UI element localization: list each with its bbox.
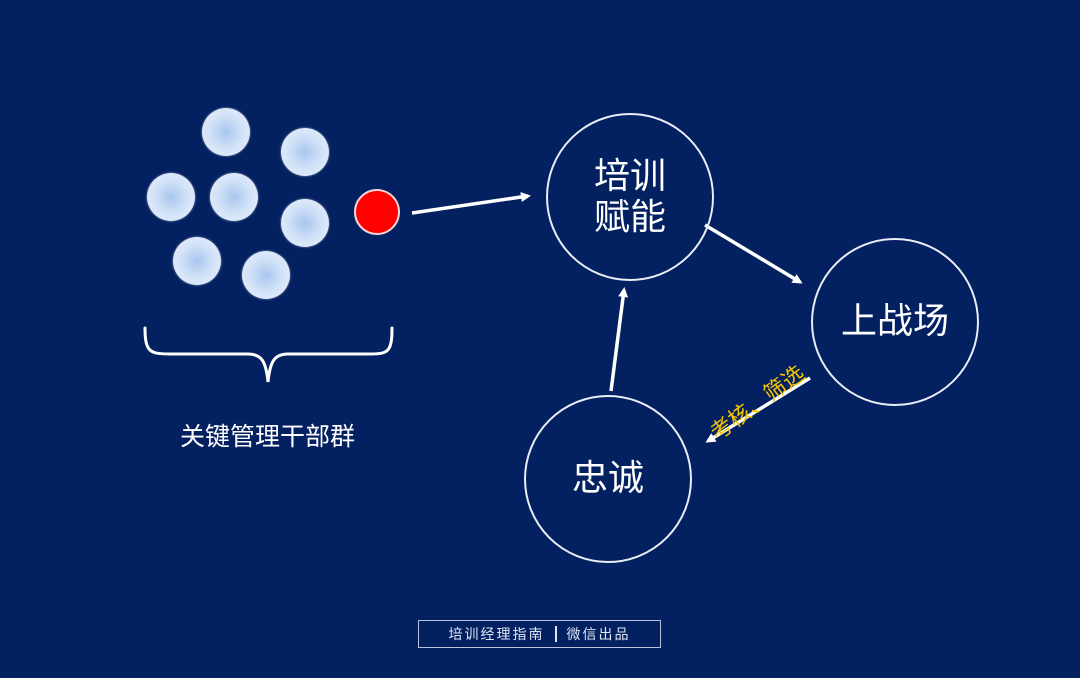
footer-divider: [554, 626, 557, 642]
candidate-bubble: [147, 173, 195, 221]
footer-right-text: 微信出品: [566, 627, 631, 643]
footer-credit: 培训经理指南 微信出品: [418, 620, 661, 648]
selected-candidate-dot: [354, 189, 400, 235]
candidate-bubble: [202, 108, 250, 156]
group-brace: [143, 326, 394, 383]
node-label: 培训赋能: [593, 155, 666, 238]
candidate-bubble: [281, 199, 329, 247]
node-training-empowerment: 培训赋能: [546, 113, 714, 281]
arrow-to-train: [411, 192, 531, 215]
node-battlefield: 上战场: [811, 238, 979, 406]
arrow-train-to-battle: [704, 223, 803, 284]
footer-left-text: 培训经理指南: [448, 627, 545, 643]
group-label: 关键管理干部群: [179, 422, 355, 451]
arrow-battle-to-loyal: [705, 376, 811, 443]
arrow-loyal-to-train: [609, 287, 629, 392]
candidate-bubble: [242, 251, 290, 299]
candidate-bubble: [281, 128, 329, 176]
node-label: 上战场: [840, 301, 949, 343]
node-loyalty: 忠诚: [524, 395, 692, 563]
node-label: 忠诚: [571, 458, 644, 500]
candidate-bubble: [210, 173, 258, 221]
candidate-bubble: [173, 237, 221, 285]
